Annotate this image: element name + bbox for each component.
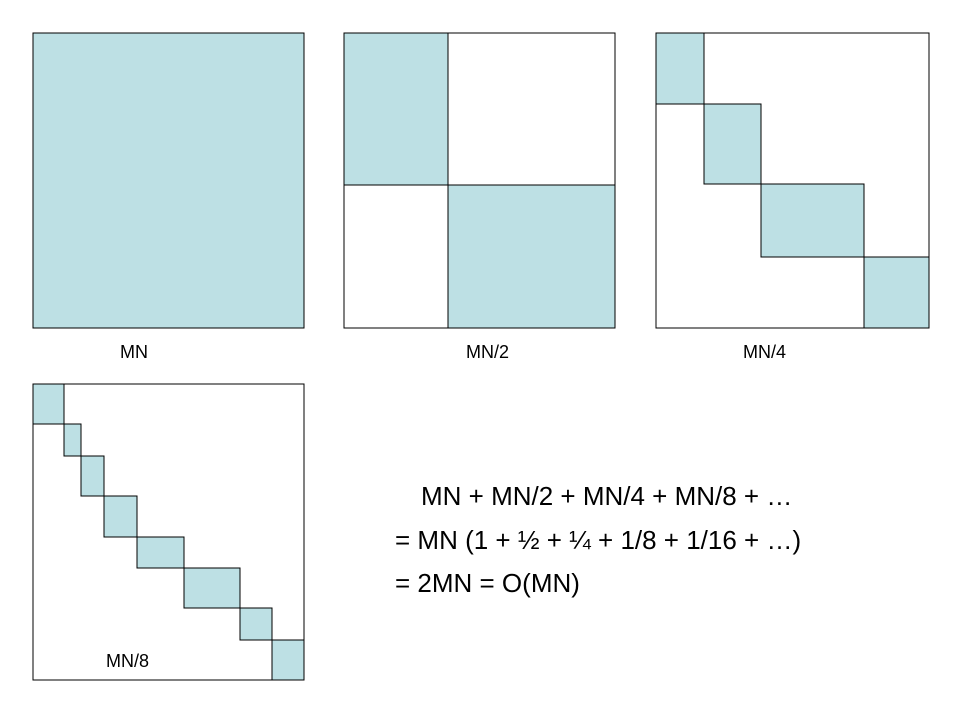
equation-line-1: MN + MN/2 + MN/4 + MN/8 + … (421, 481, 793, 511)
panel-mn-4 (655, 32, 930, 329)
panel-mn-label: MN (120, 342, 148, 362)
panel-mn-8-label: MN/8 (106, 651, 150, 671)
panel-mn-8-block-5 (136, 536, 185, 569)
panel-mn-8-block-4 (103, 495, 138, 538)
panel-mn-8 (32, 383, 305, 681)
panel-mn-4-block-1 (655, 32, 705, 105)
panel-mn-8-block-2 (63, 423, 82, 457)
panel-mn-2-block-2 (447, 184, 616, 329)
equation-line-3: = 2MN = O(MN) (395, 568, 580, 598)
panel-mn-4-block-2 (703, 103, 762, 185)
panel-mn-8-block-6 (183, 567, 241, 609)
panel-mn-2-block-1 (343, 32, 449, 186)
panel-mn-2 (343, 32, 616, 329)
panel-mn-4-block-3 (760, 183, 865, 258)
panel-mn-2-label: MN/2 (466, 342, 510, 362)
panel-mn (32, 32, 305, 329)
panel-mn-4-label: MN/4 (743, 342, 787, 362)
panel-mn-4-block-4 (863, 256, 930, 329)
equation-line-2: = MN (1 + ½ + ¼ + 1/8 + 1/16 + …) (395, 525, 802, 555)
panel-mn-8-block-3 (80, 455, 105, 497)
panel-mn-8-block-1 (32, 383, 65, 425)
panel-mn-8-block-8 (271, 639, 305, 681)
panel-mn-8-block-7 (239, 607, 273, 641)
panel-mn-block-1 (32, 32, 305, 329)
